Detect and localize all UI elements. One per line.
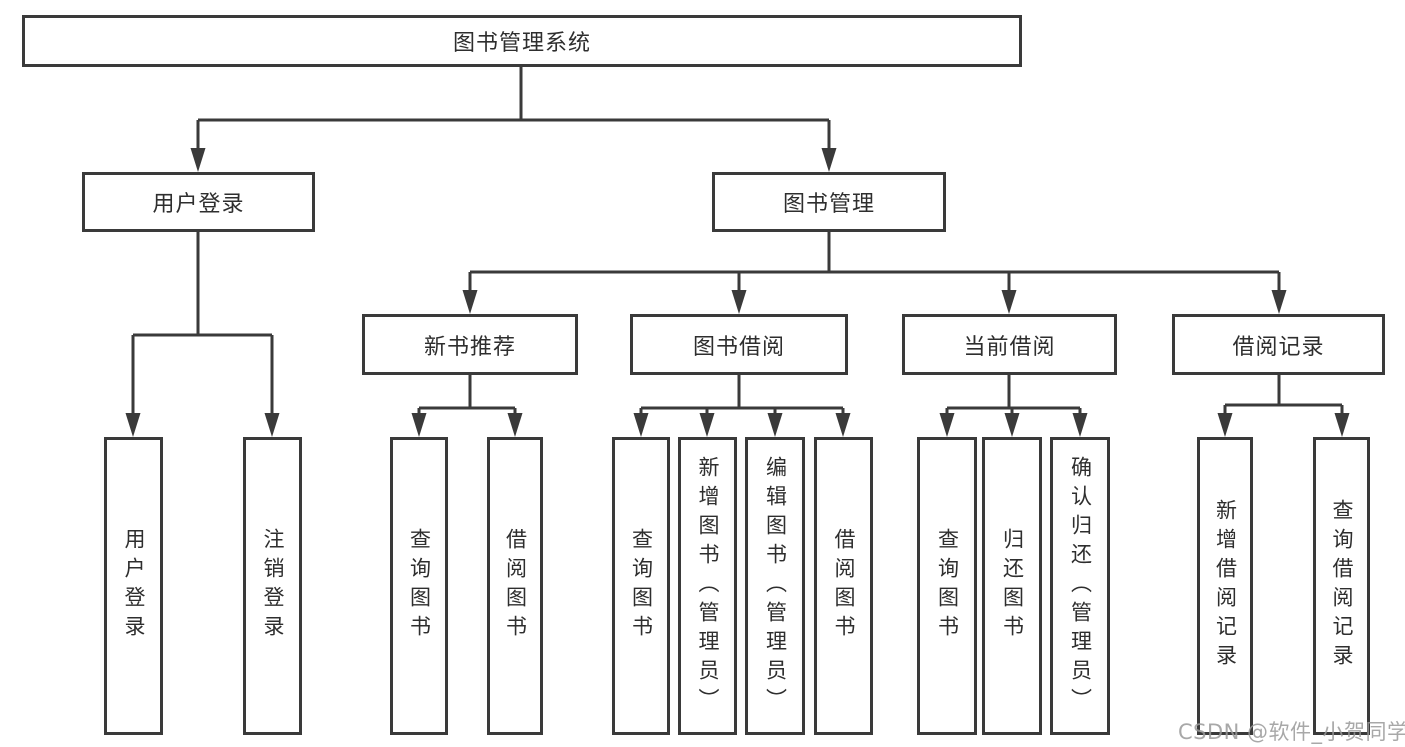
leaf-borrow-book-recommend-label: 借阅图书 (503, 528, 528, 644)
connector-book-management-rail (468, 232, 1281, 297)
node-user-login-label: 用户登录 (152, 192, 245, 217)
connector-strokes (131, 67, 1344, 420)
leaf-add-book-admin: 新增图书（管理员） (678, 437, 737, 735)
leaf-user-login-action: 用户登录 (104, 437, 163, 735)
leaf-edit-book-admin-label: 编辑图书（管理员） (763, 455, 788, 717)
leaf-borrow-book-borrow-label: 借阅图书 (832, 528, 856, 644)
node-root-label: 图书管理系统 (452, 31, 591, 56)
arrowheads (125, 148, 1350, 437)
leaf-confirm-return-admin-label: 确认归还（管理员） (1068, 455, 1093, 717)
node-book-management-label: 图书管理 (782, 192, 875, 217)
connector-root-rail (196, 67, 831, 160)
leaf-query-borrow-record: 查询借阅记录 (1313, 437, 1370, 735)
node-root: 图书管理系统 (22, 15, 1022, 67)
leaf-query-book-borrow: 查询图书 (612, 437, 670, 735)
leaf-user-login-action-label: 用户登录 (122, 528, 146, 644)
leaf-return-book: 归还图书 (982, 437, 1042, 735)
leaf-borrow-book-borrow: 借阅图书 (814, 437, 873, 735)
leaf-query-book-current-label: 查询图书 (935, 528, 960, 644)
node-borrow-records: 借阅记录 (1172, 314, 1385, 375)
connector-borrow-records-rail (1223, 375, 1344, 420)
connector-new-book-rail (417, 375, 517, 420)
leaf-add-borrow-record-label: 新增借阅记录 (1213, 499, 1238, 673)
leaf-confirm-return-admin: 确认归还（管理员） (1050, 437, 1110, 735)
leaf-borrow-book-recommend: 借阅图书 (487, 437, 543, 735)
node-book-management: 图书管理 (712, 172, 946, 232)
leaf-edit-book-admin: 编辑图书（管理员） (745, 437, 805, 735)
node-user-login: 用户登录 (82, 172, 315, 232)
node-new-book-recommend: 新书推荐 (362, 314, 578, 375)
leaf-add-book-admin-label: 新增图书（管理员） (696, 455, 720, 717)
node-current-borrow: 当前借阅 (902, 314, 1117, 375)
leaf-logout-action-label: 注销登录 (261, 528, 285, 644)
leaf-query-book-recommend: 查询图书 (390, 437, 448, 735)
node-book-borrow-label: 图书借阅 (692, 334, 785, 360)
leaf-query-book-borrow-label: 查询图书 (629, 528, 654, 644)
node-new-book-recommend-label: 新书推荐 (423, 334, 516, 360)
node-book-borrow: 图书借阅 (630, 314, 848, 375)
leaf-query-borrow-record-label: 查询借阅记录 (1330, 499, 1354, 673)
leaf-logout-action: 注销登录 (243, 437, 302, 735)
leaf-add-borrow-record: 新增借阅记录 (1197, 437, 1253, 735)
connector-book-borrow-rail (639, 375, 845, 420)
leaf-query-book-recommend-label: 查询图书 (407, 528, 432, 644)
csdn-watermark: CSDN @软件_小贺同学 (1178, 720, 1405, 744)
leaf-return-book-label: 归还图书 (1000, 528, 1025, 644)
leaf-query-book-current: 查询图书 (917, 437, 977, 735)
connector-user-login-rail (131, 232, 274, 420)
node-borrow-records-label: 借阅记录 (1232, 334, 1325, 360)
node-current-borrow-label: 当前借阅 (963, 334, 1056, 360)
